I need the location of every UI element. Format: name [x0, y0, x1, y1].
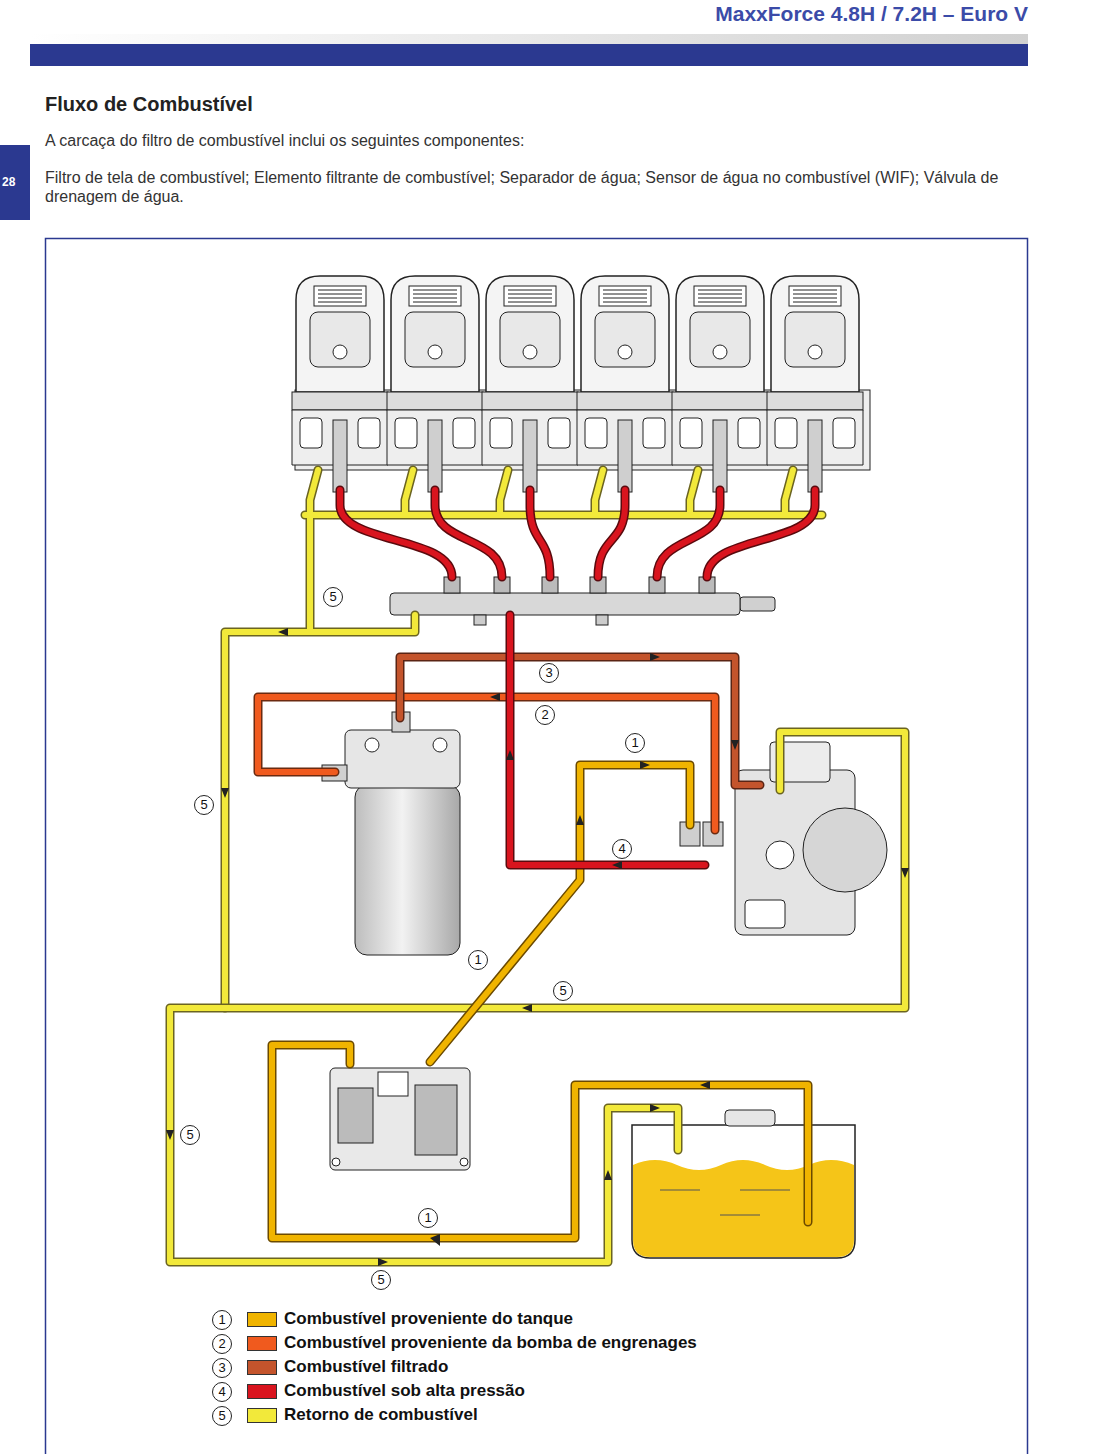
- illustration-part: [745, 900, 785, 928]
- illustration-part: [430, 1234, 440, 1246]
- illustration-part: [278, 628, 288, 636]
- illustration-part: [506, 750, 514, 760]
- intro-text: A carcaça do filtro de combustível inclu…: [45, 131, 1030, 150]
- illustration-part: [433, 738, 447, 752]
- illustration-part: [596, 615, 608, 625]
- legend-swatch: [247, 1336, 277, 1351]
- callout-number: 1: [418, 1208, 438, 1228]
- illustration-part: [378, 1258, 388, 1266]
- illustration-part: [740, 597, 775, 611]
- illustration-part: [258, 697, 715, 830]
- illustration-part: [225, 470, 822, 1008]
- illustration-part: [345, 730, 460, 788]
- illustration-part: [725, 1110, 775, 1126]
- illustration-part: [30, 44, 1028, 66]
- illustration-part: [482, 276, 578, 492]
- illustration-part: [378, 1072, 408, 1096]
- callout-number: 1: [212, 1310, 232, 1330]
- callout-number: 2: [535, 705, 555, 725]
- illustration-part: [415, 1085, 457, 1155]
- illustration-part: [221, 788, 229, 798]
- illustration-part: [340, 490, 815, 865]
- illustration-part: [803, 808, 887, 892]
- callout-number: 5: [194, 795, 214, 815]
- legend-swatch: [247, 1408, 277, 1423]
- callout-number: 5: [323, 587, 343, 607]
- callout-number: 1: [625, 733, 645, 753]
- illustration-part: [632, 1125, 855, 1258]
- illustration-part: [340, 490, 815, 865]
- illustration-part: [577, 276, 673, 492]
- illustration-part: [387, 276, 483, 492]
- illustration-part: [400, 657, 760, 785]
- illustration-part: [640, 761, 650, 769]
- illustration-part: [650, 653, 660, 661]
- legend-text: Combustível proveniente da bomba de engr…: [284, 1333, 697, 1353]
- illustration-part: [272, 765, 808, 1238]
- illustration-part: [400, 657, 760, 785]
- illustration-part: [166, 1130, 174, 1140]
- illustration-part: [365, 738, 379, 752]
- illustration-part: [700, 1081, 710, 1089]
- legend-swatch: [247, 1312, 277, 1327]
- illustration-part: [901, 868, 909, 878]
- intro-text: Filtro de tela de combustível; Elemento …: [45, 168, 1030, 206]
- illustration-part: [355, 785, 460, 955]
- illustration-part: [46, 239, 1028, 1454]
- illustration-part: [650, 1104, 660, 1112]
- legend-swatch: [247, 1360, 277, 1375]
- illustration-part: [225, 470, 822, 1008]
- page-tab: 28: [0, 145, 30, 220]
- illustration-part: [767, 276, 863, 492]
- illustration-part: [604, 1170, 612, 1180]
- callout-number: 5: [212, 1406, 232, 1426]
- illustration-part: [522, 1004, 532, 1012]
- callout-number: 1: [468, 950, 488, 970]
- illustration-part: [474, 615, 486, 625]
- illustration-part: [338, 1088, 373, 1143]
- illustration-part: [170, 732, 905, 1262]
- illustration-part: [612, 861, 622, 869]
- callout-number: 4: [212, 1382, 232, 1402]
- illustration-part: [30, 34, 1028, 44]
- callout-number: 3: [212, 1358, 232, 1378]
- illustration-part: [576, 815, 584, 825]
- callout-number: 2: [212, 1334, 232, 1354]
- illustration-part: [170, 470, 905, 1262]
- illustration-part: [390, 593, 740, 615]
- callout-number: 3: [539, 663, 559, 683]
- illustration-part: [330, 1068, 470, 1170]
- illustration-part: [332, 1158, 340, 1166]
- illustration-part: [272, 765, 808, 1238]
- legend-text: Retorno de combustível: [284, 1405, 478, 1425]
- page-number: 28: [0, 145, 30, 189]
- illustration-part: [672, 276, 768, 492]
- illustration-part: [258, 697, 715, 830]
- callout-number: 5: [180, 1125, 200, 1145]
- illustration-part: [170, 732, 905, 1262]
- page-title: Fluxo de Combustível: [45, 93, 253, 116]
- legend-text: Combustível proveniente do tanque: [284, 1309, 573, 1329]
- illustration-part: [292, 276, 388, 492]
- callout-number: 5: [553, 981, 573, 1001]
- callout-number: 4: [612, 839, 632, 859]
- illustration-part: [766, 841, 794, 869]
- legend-text: Combustível sob alta pressão: [284, 1381, 525, 1401]
- illustration-part: [490, 693, 500, 701]
- illustration-part: [731, 740, 739, 750]
- illustration-part: [633, 1160, 854, 1257]
- callout-number: 5: [371, 1270, 391, 1290]
- illustration-part: [460, 1158, 468, 1166]
- running-header: MaxxForce 4.8H / 7.2H – Euro V: [715, 2, 1028, 26]
- illustration-part: [660, 1190, 790, 1215]
- legend-swatch: [247, 1384, 277, 1399]
- illustration-part: [166, 628, 909, 1266]
- legend-text: Combustível filtrado: [284, 1357, 448, 1377]
